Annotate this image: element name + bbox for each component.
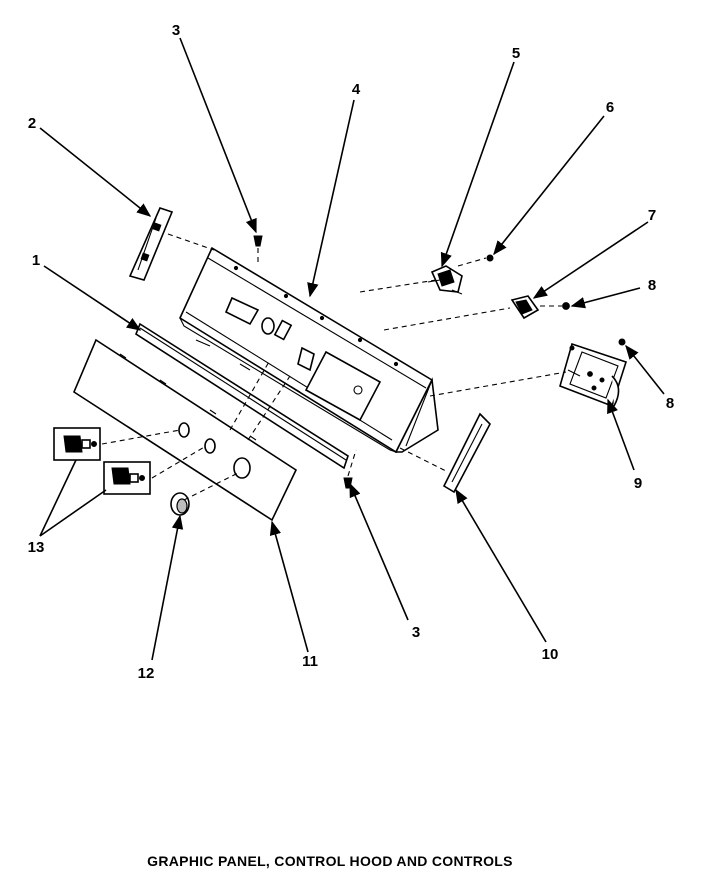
callout-12: 12 bbox=[138, 665, 155, 682]
switch-part-7 bbox=[510, 295, 540, 320]
callout-4: 4 bbox=[352, 81, 361, 98]
leader-arrows bbox=[39, 37, 665, 661]
callout-8-upper: 8 bbox=[648, 277, 656, 294]
diagram-caption: GRAPHIC PANEL, CONTROL HOOD AND CONTROLS bbox=[147, 853, 513, 869]
callout-7: 7 bbox=[648, 207, 656, 224]
assembly-lines bbox=[101, 233, 567, 501]
left-end-cap-part-2 bbox=[128, 207, 174, 281]
callout-5: 5 bbox=[512, 45, 520, 62]
callout-2: 2 bbox=[28, 115, 36, 132]
callout-9: 9 bbox=[634, 475, 642, 492]
callout-1: 1 bbox=[32, 252, 40, 269]
screw-part-6 bbox=[486, 254, 494, 262]
callout-8-lower: 8 bbox=[666, 395, 674, 412]
knob-part-12 bbox=[170, 492, 190, 516]
callout-10: 10 bbox=[542, 646, 559, 663]
right-end-cap-part-10 bbox=[442, 412, 491, 494]
switch-part-5 bbox=[427, 265, 463, 295]
control-hood-part-4 bbox=[178, 246, 439, 454]
callout-3-top: 3 bbox=[172, 22, 180, 39]
callout-3-bottom: 3 bbox=[412, 624, 420, 641]
callout-6: 6 bbox=[606, 99, 614, 116]
callout-labels: 3 2 4 5 6 7 8 8 9 1 3 10 11 12 13 bbox=[28, 22, 675, 682]
screws-part-8 bbox=[562, 302, 626, 346]
timer-part-9 bbox=[559, 342, 628, 408]
switch-knobs-part-13 bbox=[53, 427, 151, 495]
callout-11: 11 bbox=[302, 653, 318, 670]
callout-13: 13 bbox=[28, 539, 45, 556]
graphic-panel-part-11 bbox=[73, 338, 298, 522]
